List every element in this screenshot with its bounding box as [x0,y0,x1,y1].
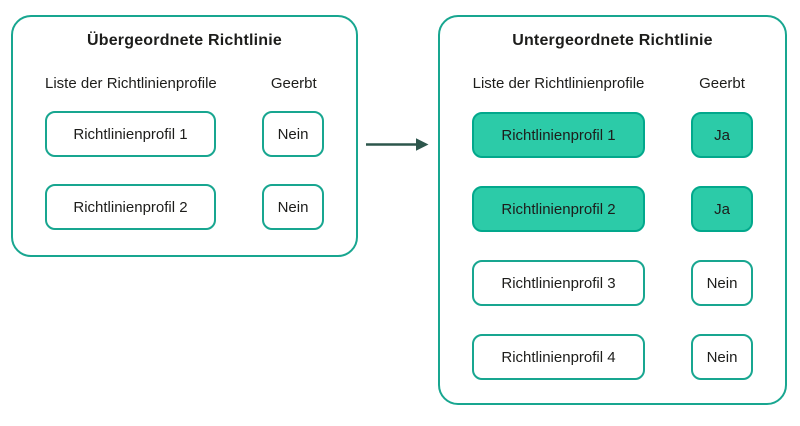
profile-box-inherited: Richtlinienprofil 2 [472,186,645,232]
child-inherited-header: Geerbt [699,75,745,92]
child-profile-row-2: Richtlinienprofil 2 Ja [472,186,753,232]
profile-box-inherited: Richtlinienprofil 1 [472,112,645,158]
profile-box: Richtlinienprofil 3 [472,260,645,306]
child-policy-title: Untergeordnete Richtlinie [512,32,713,49]
inherited-box: Nein [262,184,324,230]
parent-profile-row-1: Richtlinienprofil 1 Nein [45,111,324,157]
parent-column-headers: Liste der Richtlinienprofile Geerbt [45,75,324,93]
profile-box: Richtlinienprofil 2 [45,184,216,230]
child-profile-list-header: Liste der Richtlinienprofile [472,75,645,92]
right-arrow-icon [366,138,429,151]
child-policy-panel: Untergeordnete Richtlinie Liste der Rich… [438,15,787,405]
parent-policy-title: Übergeordnete Richtlinie [86,32,283,49]
child-profile-row-3: Richtlinienprofil 3 Nein [472,260,753,306]
inherited-box: Nein [691,260,753,306]
profile-box: Richtlinienprofil 1 [45,111,216,157]
parent-inherited-header: Geerbt [270,75,317,92]
inherited-box: Nein [262,111,324,157]
parent-profile-row-2: Richtlinienprofil 2 Nein [45,184,324,230]
parent-profile-list-header: Liste der Richtlinienprofile [45,75,217,92]
inherited-box: Ja [691,186,753,232]
child-column-headers: Liste der Richtlinienprofile Geerbt [472,75,753,93]
child-profile-row-4: Richtlinienprofil 4 Nein [472,334,753,380]
inheritance-arrow [366,136,430,153]
profile-box: Richtlinienprofil 4 [472,334,645,380]
child-profile-row-1: Richtlinienprofil 1 Ja [472,112,753,158]
inherited-box: Ja [691,112,753,158]
inherited-box: Nein [691,334,753,380]
parent-policy-panel: Übergeordnete Richtlinie Liste der Richt… [11,15,358,257]
